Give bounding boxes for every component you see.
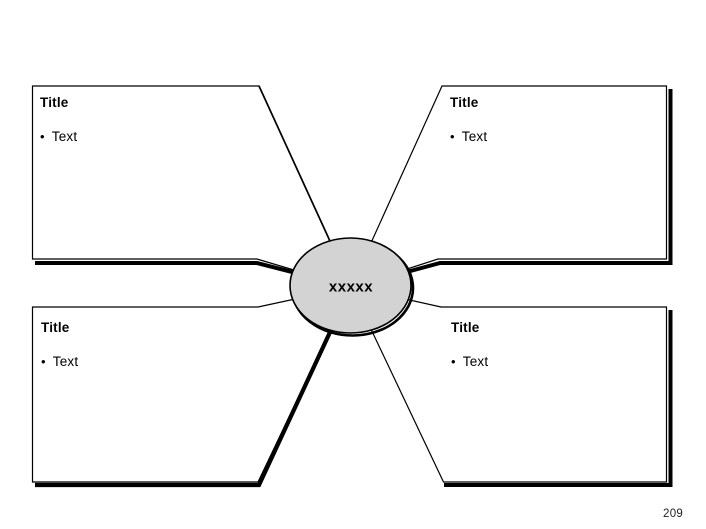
bottom-left-box-shadow (35, 286, 353, 488)
page-number: 209 (663, 508, 684, 520)
callout-box-bottom-right-shape[interactable] (349, 286, 668, 483)
center-ellipse[interactable] (289, 237, 412, 334)
bottom-right-box-shadow (444, 310, 673, 487)
